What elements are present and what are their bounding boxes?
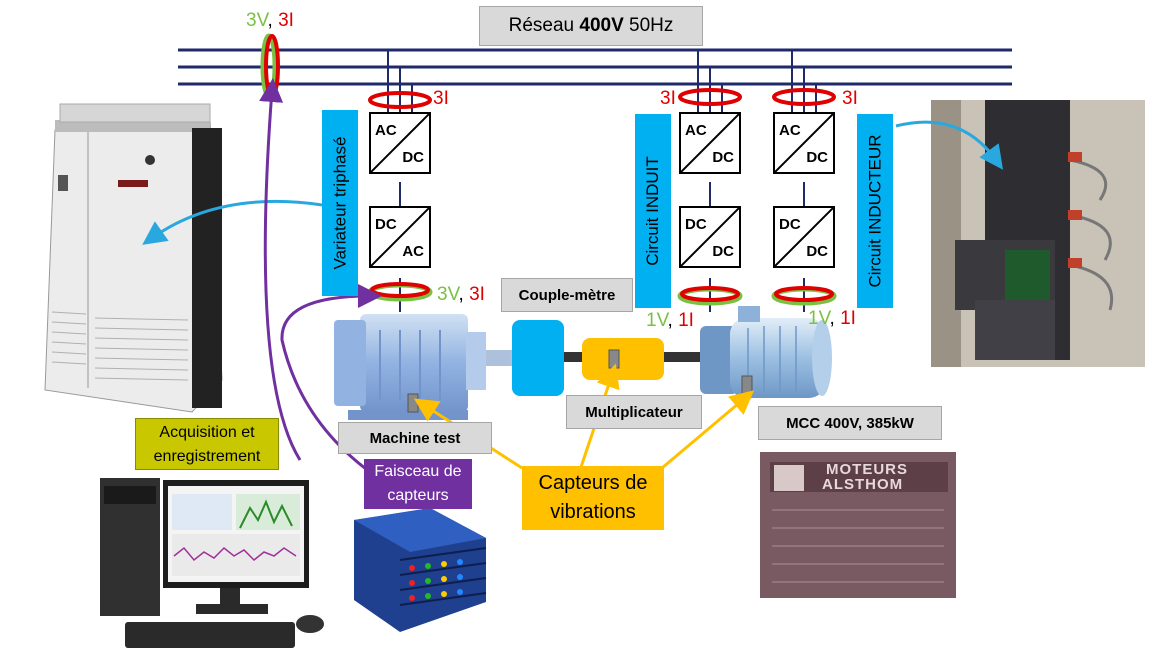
separator: , <box>829 308 841 329</box>
network-label-voltage: 400V <box>579 15 624 36</box>
converter-inducteur-acdc: AC DC <box>773 112 835 174</box>
current-count: 3I <box>433 88 449 109</box>
converter-label: DC <box>806 149 828 166</box>
network-label-suffix: 50Hz <box>623 15 674 36</box>
acquisition-units-illustration <box>354 508 487 632</box>
variateur-output-measurement: 3V, 3I <box>437 284 485 306</box>
converter-label: DC <box>712 149 734 166</box>
bus-measurement: 3V, 3I <box>246 10 294 32</box>
voltage-count: 3V <box>246 10 268 31</box>
mcc-label: MCC 400V, 385kW <box>758 406 942 440</box>
inducteur-input-measurement: 3I <box>842 88 858 110</box>
separator: , <box>267 10 279 31</box>
converter-induit-acdc: AC DC <box>679 112 741 174</box>
multiplicateur-label: Multiplicateur <box>566 395 702 429</box>
bus-drops <box>387 50 817 312</box>
current-count: 3I <box>278 10 294 31</box>
converter-var-dcac: DC AC <box>369 206 431 268</box>
dc-drive-photo <box>931 100 1145 367</box>
variateur-input-measurement: 3I <box>433 88 449 110</box>
multiplicateur-shape <box>582 338 664 380</box>
nameplate-text-1: MOTEURS <box>826 461 908 478</box>
torque-meter-shape <box>512 320 564 396</box>
nameplate-text-2: ALSTHOM <box>822 476 904 493</box>
capteurs-label: Capteurs de vibrations <box>522 466 664 530</box>
current-count: 1I <box>840 308 856 329</box>
input-current-rings <box>368 88 836 109</box>
voltage-count: 3V <box>437 284 459 305</box>
induit-input-measurement: 3I <box>660 88 676 110</box>
induit-label-box: Circuit INDUIT <box>635 114 671 308</box>
converter-label: DC <box>806 243 828 260</box>
mcc-motor-illustration <box>700 306 832 398</box>
variateur-label-box: Variateur triphasé <box>322 110 358 296</box>
machine-test-label: Machine test <box>338 422 492 454</box>
converter-label: AC <box>779 122 801 139</box>
network-label: Réseau 400V 50Hz <box>479 6 703 46</box>
shaft <box>564 352 584 362</box>
nameplate-photo <box>760 452 956 598</box>
converter-var-acdc: AC DC <box>369 112 431 174</box>
current-count: 3I <box>660 88 676 109</box>
shaft-2 <box>664 352 704 362</box>
converter-label: DC <box>779 216 801 233</box>
network-label-prefix: Réseau <box>508 15 580 36</box>
converter-label: AC <box>375 122 397 139</box>
current-count: 3I <box>842 88 858 109</box>
sensor-harness-cables <box>259 78 382 474</box>
drive-cabinet-illustration <box>44 103 223 413</box>
faisceau-label: Faisceau de capteurs <box>364 459 472 509</box>
acquisition-label: Acquisition et enregistrement <box>135 418 279 470</box>
converter-label: DC <box>685 216 707 233</box>
voltage-count: 1V <box>646 310 668 331</box>
inducteur-output-measurement: 1V, 1I <box>808 308 856 330</box>
separator: , <box>667 310 679 331</box>
converter-label: DC <box>375 216 397 233</box>
converter-label: DC <box>712 243 734 260</box>
converter-inducteur-dcdc: DC DC <box>773 206 835 268</box>
current-count: 1I <box>678 310 694 331</box>
converter-label: AC <box>685 122 707 139</box>
converter-label: DC <box>402 149 424 166</box>
pc-illustration <box>100 478 324 648</box>
separator: , <box>458 284 470 305</box>
voltage-count: 1V <box>808 308 830 329</box>
three-phase-bus <box>178 48 1012 86</box>
converter-induit-dcdc: DC DC <box>679 206 741 268</box>
test-machine-illustration <box>334 314 516 420</box>
inducteur-label: Circuit INDUCTEUR <box>865 134 884 288</box>
inducteur-arrow <box>895 120 1004 170</box>
induit-output-measurement: 1V, 1I <box>646 310 694 332</box>
induit-label: Circuit INDUIT <box>643 156 662 266</box>
current-count: 3I <box>469 284 485 305</box>
converter-label: AC <box>402 243 424 260</box>
inducteur-label-box: Circuit INDUCTEUR <box>857 114 893 308</box>
variateur-arrow <box>142 199 323 245</box>
variateur-label: Variateur triphasé <box>330 136 350 270</box>
couple-metre-label: Couple-mètre <box>501 278 633 312</box>
